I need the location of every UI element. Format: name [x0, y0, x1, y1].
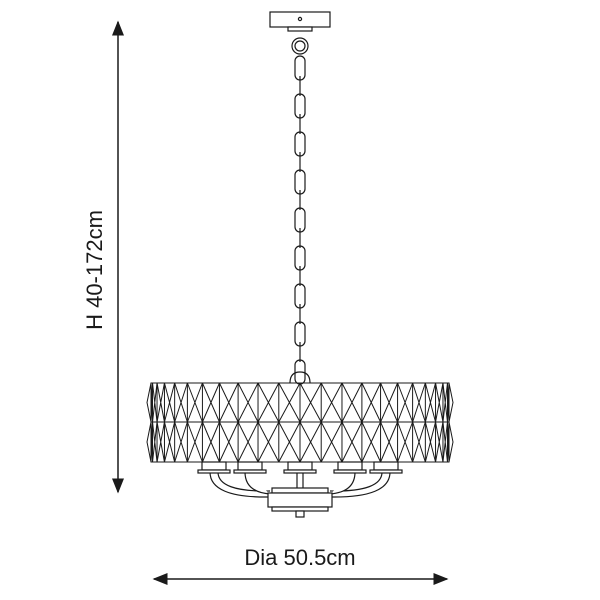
- candle-cup: [287, 461, 313, 471]
- crystal-facet: [152, 382, 158, 423]
- crystal-facet: [174, 421, 188, 463]
- crystal-facet: [299, 382, 322, 423]
- candle-cup-base: [333, 469, 367, 474]
- candle-cup-base: [197, 469, 231, 474]
- crystal-drum-shade: [146, 382, 454, 463]
- crystal-facet: [435, 382, 444, 423]
- crystal-facet: [150, 421, 154, 463]
- height-dimension-label: H 40-172cm: [82, 210, 107, 330]
- crystal-facet: [446, 421, 450, 463]
- crystal-facet: [150, 382, 154, 423]
- crystal-facet: [442, 421, 448, 463]
- crystal-facet: [361, 382, 382, 423]
- crystal-facet: [237, 421, 259, 463]
- diameter-dimension-label: Dia 50.5cm: [244, 545, 356, 570]
- crystal-facet: [278, 421, 301, 463]
- crystal-facet: [424, 421, 437, 463]
- crystal-facet: [257, 421, 280, 463]
- crystal-facet: [397, 421, 414, 463]
- candle-cup: [337, 461, 363, 471]
- crystal-facet: [424, 382, 437, 423]
- arms-and-body: [197, 461, 403, 518]
- drum-left-edge: [146, 382, 152, 463]
- candle-cup-base: [369, 469, 403, 474]
- crystal-facet: [320, 382, 343, 423]
- crystal-facet: [397, 382, 414, 423]
- chain: [289, 55, 311, 385]
- crystal-facet: [361, 421, 382, 463]
- crystal-facet: [152, 421, 158, 463]
- crystal-facet: [442, 382, 448, 423]
- crystal-facet: [201, 421, 220, 463]
- crystal-facet: [186, 421, 203, 463]
- crystal-facet: [156, 421, 165, 463]
- crystal-facet: [174, 382, 188, 423]
- crystal-facet: [412, 421, 426, 463]
- crystal-facet: [257, 382, 280, 423]
- candle-cup-base: [283, 469, 317, 474]
- crystal-facet: [163, 382, 176, 423]
- crystal-facet: [278, 382, 301, 423]
- crystal-facet: [299, 421, 322, 463]
- candle-cup: [201, 461, 227, 471]
- crystal-facet: [218, 421, 239, 463]
- crystal-facet: [237, 382, 259, 423]
- crystal-facet: [341, 421, 363, 463]
- crystal-facet: [435, 421, 444, 463]
- ceiling-canopy: [269, 11, 331, 55]
- crystal-facet: [156, 382, 165, 423]
- candle-cup-base: [233, 469, 267, 474]
- drum-right-edge: [448, 382, 454, 463]
- crystal-facet: [320, 421, 343, 463]
- crystal-facet: [186, 382, 203, 423]
- candle-cup: [237, 461, 263, 471]
- crystal-facet: [380, 382, 399, 423]
- crystal-facet: [446, 382, 450, 423]
- crystal-facet: [412, 382, 426, 423]
- crystal-facet: [163, 421, 176, 463]
- hook: [289, 371, 311, 384]
- crystal-facet: [341, 382, 363, 423]
- crystal-facet: [218, 382, 239, 423]
- crystal-facet: [201, 382, 220, 423]
- crystal-facet: [380, 421, 399, 463]
- candle-cup: [373, 461, 399, 471]
